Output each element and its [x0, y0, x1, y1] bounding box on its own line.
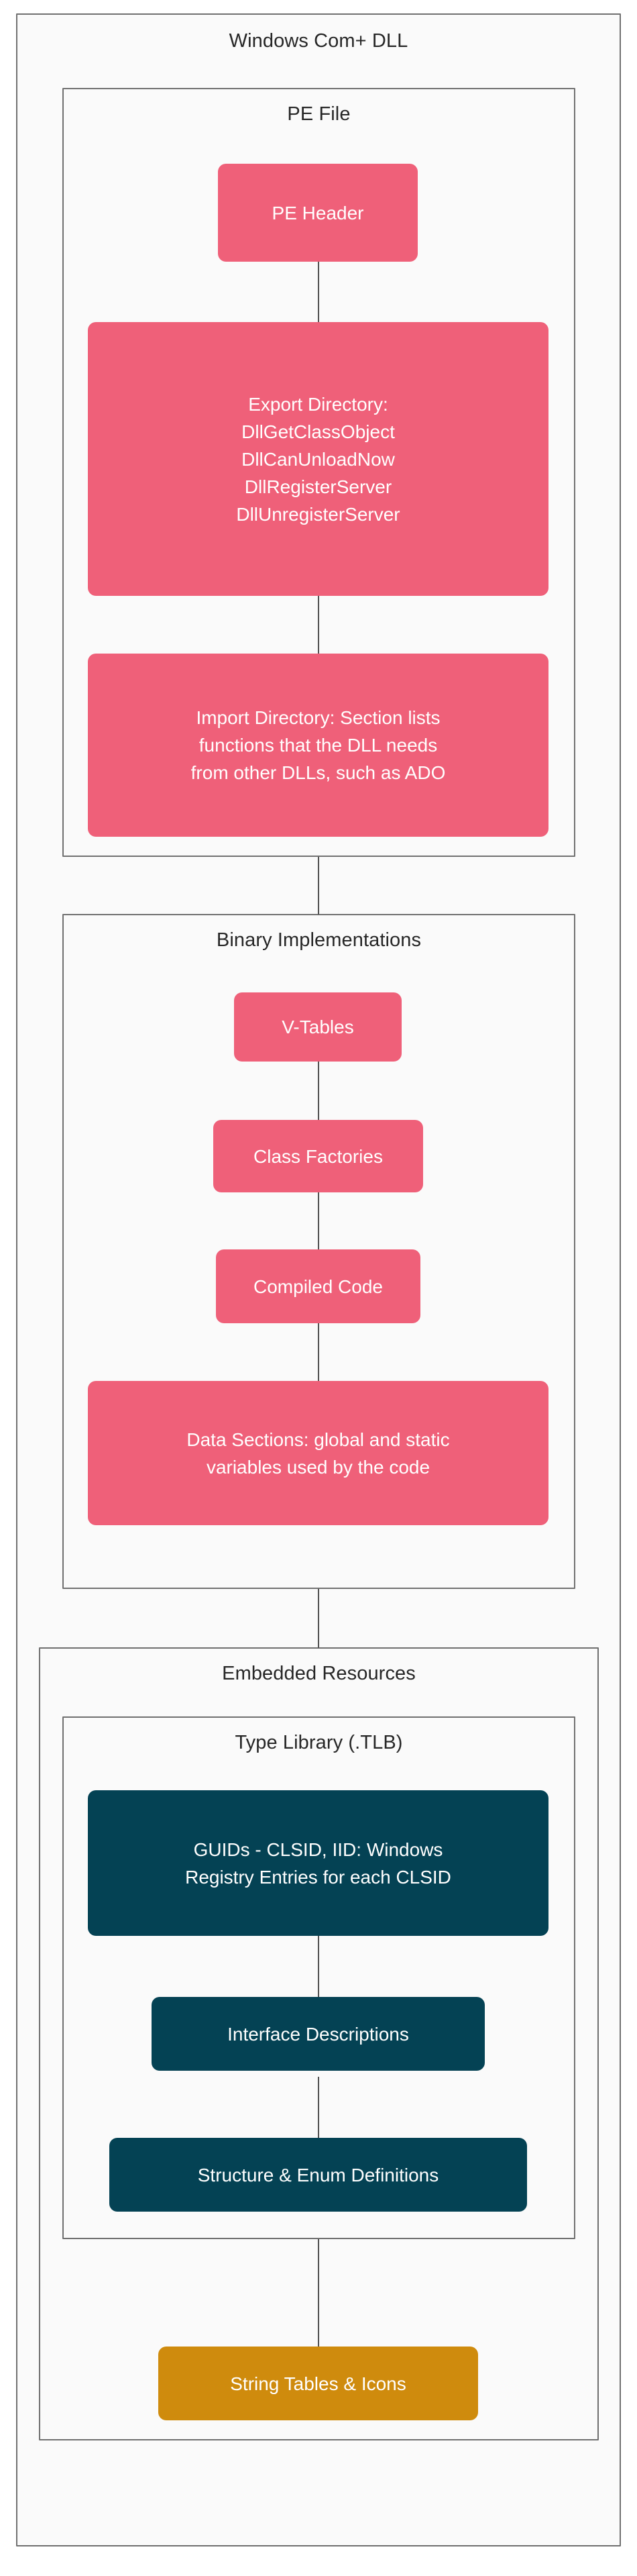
node-import-directory-line-1: Import Directory: Section lists [196, 707, 441, 728]
edge-export-directory-to-import-directory [318, 595, 319, 655]
subgraph-title-type-library: Type Library (.TLB) [235, 1732, 403, 1753]
node-export-directory-line-3: DllCanUnloadNow [241, 448, 395, 470]
node-pe-header[interactable]: PE Header [218, 164, 418, 262]
edge-compiled-code-to-data-sections [318, 1322, 319, 1382]
node-export-directory-line-1: Export Directory: [248, 393, 388, 415]
edge-class-factories-to-compiled-code [318, 1191, 319, 1250]
edge-pe-file-to-binary-implementations [318, 857, 319, 915]
subgraph-title-embedded-resources: Embedded Resources [222, 1663, 416, 1684]
subgraph-title-binary-implementations: Binary Implementations [216, 929, 422, 951]
node-compiled-code[interactable]: Compiled Code [216, 1249, 420, 1323]
node-import-directory[interactable]: Import Directory: Section lists function… [88, 654, 548, 837]
subgraph-title-pe-file: PE File [287, 103, 351, 125]
node-interface-descriptions[interactable]: Interface Descriptions [152, 1997, 485, 2071]
edge-v-tables-to-class-factories [318, 1060, 319, 1121]
edge-interface-descriptions-to-structure-enum [318, 2077, 319, 2139]
node-export-directory-line-5: DllUnregisterServer [236, 503, 400, 525]
node-class-factories[interactable]: Class Factories [213, 1120, 423, 1192]
node-structure-enum-definitions[interactable]: Structure & Enum Definitions [109, 2138, 527, 2212]
edge-type-library-to-string-tables-icons [318, 2239, 319, 2348]
node-class-factories-label: Class Factories [253, 1145, 383, 1167]
node-guids-clsid-iid-line-2: Registry Entries for each CLSID [185, 1866, 451, 1888]
node-export-directory-line-4: DllRegisterServer [244, 476, 392, 497]
edge-binary-implementations-to-embedded-resources [318, 1589, 319, 1648]
node-data-sections-line-2: variables used by the code [206, 1456, 430, 1478]
node-structure-enum-definitions-label: Structure & Enum Definitions [197, 2164, 439, 2185]
node-compiled-code-label: Compiled Code [253, 1276, 383, 1297]
node-import-directory-line-2: functions that the DLL needs [198, 735, 438, 756]
node-pe-header-label: PE Header [272, 202, 364, 223]
node-interface-descriptions-label: Interface Descriptions [227, 2023, 409, 2045]
node-v-tables-label: V-Tables [282, 1017, 354, 1037]
node-export-directory-line-2: DllGetClassObject [241, 421, 395, 442]
edge-pe-header-to-export-directory [318, 260, 319, 323]
node-guids-clsid-iid[interactable]: GUIDs - CLSID, IID: Windows Registry Ent… [88, 1790, 548, 1936]
edge-guids-to-interface-descriptions [318, 1935, 319, 1998]
node-export-directory[interactable]: Export Directory: DllGetClassObject DllC… [88, 322, 548, 596]
node-import-directory-line-3: from other DLLs, such as ADO [190, 762, 446, 783]
node-data-sections[interactable]: Data Sections: global and static variabl… [88, 1381, 548, 1525]
node-string-tables-icons[interactable]: String Tables & Icons [158, 2347, 478, 2420]
node-v-tables[interactable]: V-Tables [234, 992, 402, 1062]
node-data-sections-line-1: Data Sections: global and static [186, 1429, 450, 1450]
subgraph-title-windows-com-plus-dll: Windows Com+ DLL [229, 30, 408, 52]
node-string-tables-icons-label: String Tables & Icons [230, 2373, 406, 2394]
node-guids-clsid-iid-line-1: GUIDs - CLSID, IID: Windows [193, 1839, 443, 1860]
